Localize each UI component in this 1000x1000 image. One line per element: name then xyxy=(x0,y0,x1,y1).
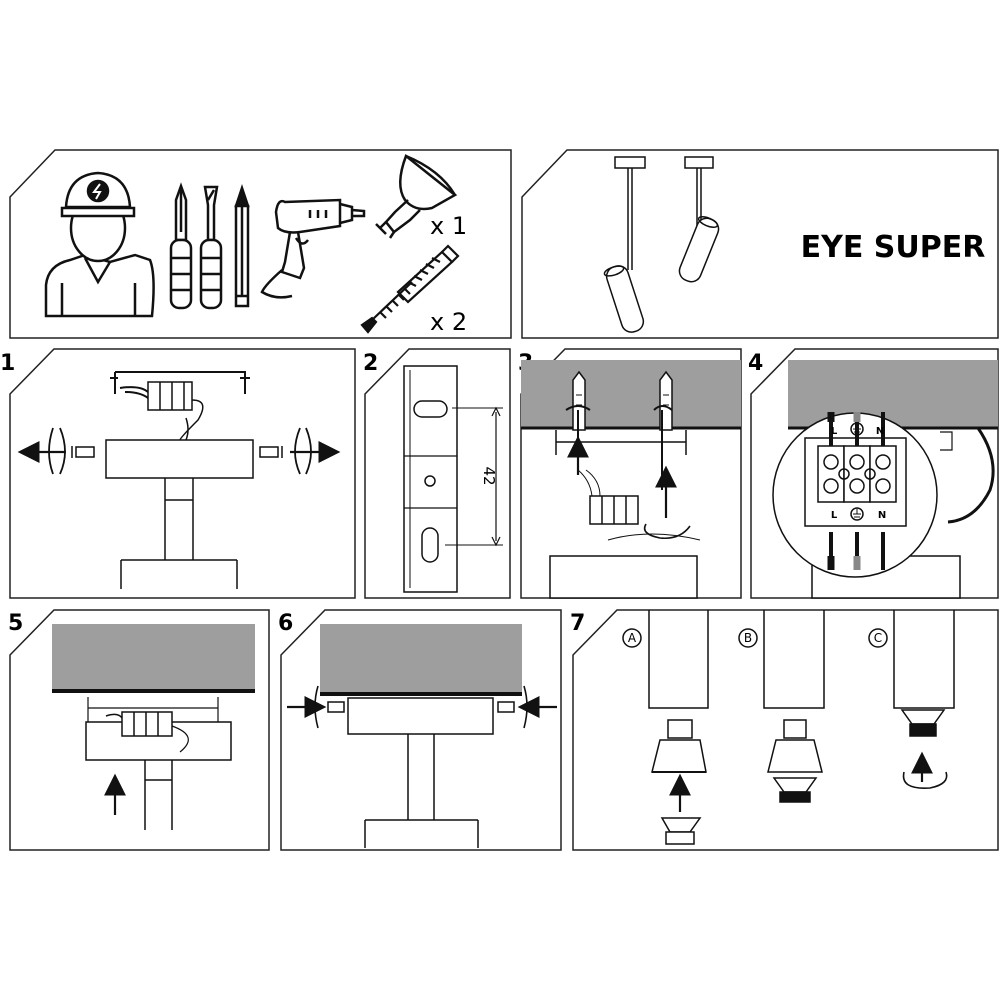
step-7-number: 7 xyxy=(570,611,585,636)
mounting-bracket xyxy=(403,365,458,593)
product-panel: EYE SUPER xyxy=(521,149,999,339)
rotate-right-icon xyxy=(294,427,301,475)
pencil-icon xyxy=(234,184,250,308)
screw-left xyxy=(71,446,95,458)
gu10-bulb-icon xyxy=(375,153,458,239)
step-7-panel xyxy=(572,609,999,851)
bulb-quantity: x 1 xyxy=(430,212,467,240)
rotate-icon xyxy=(902,771,948,789)
variant-b-label: B xyxy=(744,631,752,645)
step-5-number: 5 xyxy=(8,611,23,636)
screwdriver-icon xyxy=(169,182,193,310)
label-neutral-top: N xyxy=(876,426,884,437)
screw-right xyxy=(259,446,283,458)
rotate-left-icon xyxy=(59,427,66,475)
variant-a-label: A xyxy=(628,631,637,645)
label-neutral-bottom: N xyxy=(878,510,886,521)
step-4-panel xyxy=(750,348,999,599)
screw-icon xyxy=(360,281,413,334)
step-1-panel xyxy=(9,348,356,599)
step-3-panel xyxy=(520,348,742,599)
product-title: EYE SUPER xyxy=(801,230,986,265)
screwdriver-flat-icon xyxy=(199,185,223,310)
dowel-quantity: x 2 xyxy=(430,308,467,336)
step-2-panel xyxy=(364,348,511,599)
ceiling xyxy=(521,360,741,428)
step-6-number: 6 xyxy=(278,611,293,636)
label-live-bottom: L xyxy=(831,510,838,521)
step-4-number: 4 xyxy=(748,351,763,376)
rotate-left-icon xyxy=(314,685,319,729)
wall-plug-icon xyxy=(396,244,460,304)
step-2-number: 2 xyxy=(363,351,378,376)
pendant-lamp-2 xyxy=(678,156,720,283)
drill-icon xyxy=(260,198,366,299)
rotate-icon xyxy=(643,523,691,540)
electrician-icon xyxy=(44,171,155,318)
step-5-panel xyxy=(9,609,270,851)
step-1-number: 1 xyxy=(0,351,15,376)
variant-c-label: C xyxy=(874,631,882,645)
dimension-label: 42 xyxy=(480,466,498,485)
rotate-right-icon xyxy=(523,685,528,729)
pendant-lamp-1 xyxy=(603,156,646,333)
label-live-top: L xyxy=(831,426,838,437)
tools-panel: x 1 x 2 xyxy=(9,149,512,339)
step-6-panel xyxy=(280,609,562,851)
